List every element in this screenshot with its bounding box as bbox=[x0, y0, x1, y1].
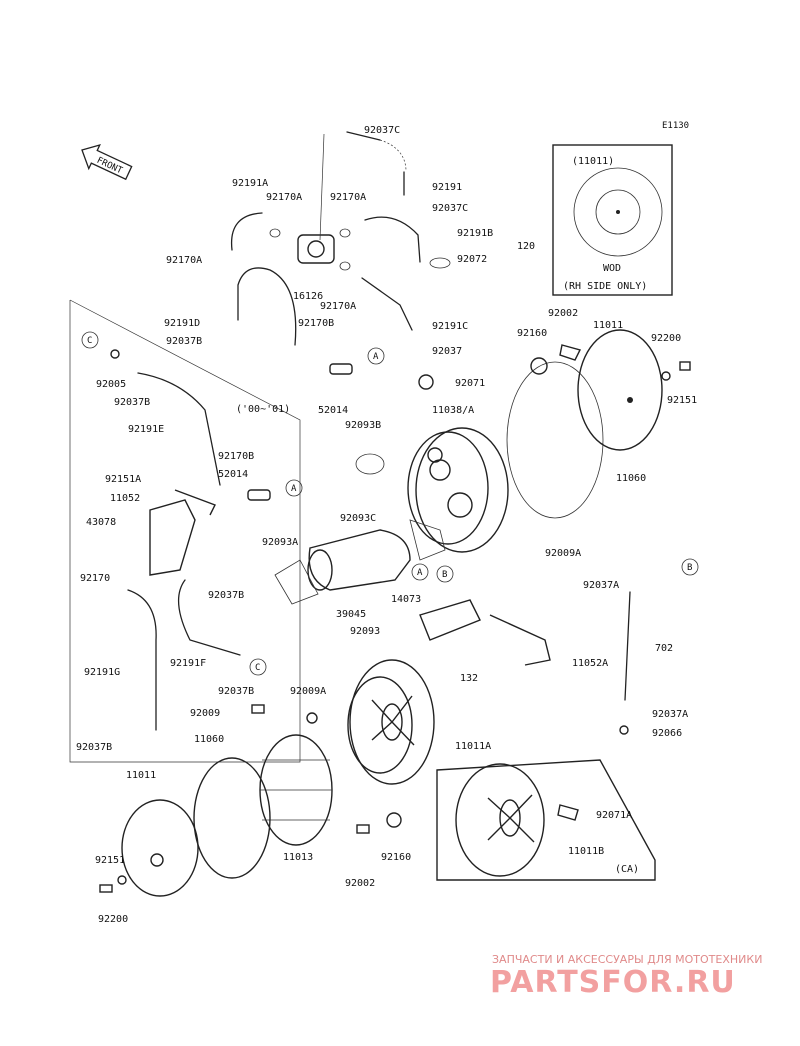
watermark: ЗАПЧАСТИ И АКСЕССУАРЫ ДЛЯ МОТОТЕХНИКИ PA… bbox=[490, 953, 762, 1000]
watermark-tagline: ЗАПЧАСТИ И АКСЕССУАРЫ ДЛЯ МОТОТЕХНИКИ bbox=[492, 953, 762, 966]
inset-mark: WOD bbox=[603, 263, 621, 274]
part-label: 92005 bbox=[96, 379, 126, 390]
part-label: 92170A bbox=[320, 301, 356, 312]
inset-part-number: (11011) bbox=[572, 156, 614, 167]
part-label: 92037B bbox=[114, 397, 150, 408]
part-label: 92170B bbox=[298, 318, 334, 329]
part-label: 92037B bbox=[166, 336, 202, 347]
inset-note: (RH SIDE ONLY) bbox=[563, 281, 647, 292]
part-label: 92037B bbox=[218, 686, 254, 697]
part-label: 11060 bbox=[194, 734, 224, 745]
watermark-logo: PARTSFOR.RU bbox=[490, 965, 736, 1000]
part-label: 11013 bbox=[283, 852, 313, 863]
air-cleaner-assembly bbox=[355, 329, 691, 561]
part-label: 92191C bbox=[432, 321, 468, 332]
front-arrow: FRONT bbox=[81, 144, 133, 181]
part-label: 43078 bbox=[86, 517, 116, 528]
part-label: 92093 bbox=[350, 626, 380, 637]
part-label: 120 bbox=[517, 241, 535, 252]
part-label: 92037B bbox=[208, 590, 244, 601]
part-label: 11011A bbox=[455, 741, 491, 752]
callout-c2: C bbox=[255, 663, 260, 673]
part-label: 702 bbox=[655, 643, 673, 654]
part-label: 92072 bbox=[457, 254, 487, 265]
part-label: 39045 bbox=[336, 609, 366, 620]
part-label: 92191B bbox=[457, 228, 493, 239]
part-label: 11052 bbox=[110, 493, 140, 504]
intake-duct bbox=[274, 529, 551, 666]
part-label: 92191E bbox=[128, 424, 164, 435]
part-label: 92170A bbox=[330, 192, 366, 203]
part-label: 92071A bbox=[596, 810, 632, 821]
part-label: 11038/A bbox=[432, 405, 474, 416]
callout-b2: B bbox=[687, 563, 692, 573]
part-label: 92093C bbox=[340, 513, 376, 524]
part-label: 14073 bbox=[391, 594, 421, 605]
callout-c1: C bbox=[87, 336, 92, 346]
part-label: 92191 bbox=[432, 182, 462, 193]
part-label: 52014 bbox=[218, 469, 248, 480]
part-label: 16126 bbox=[293, 291, 323, 302]
callout-a3: A bbox=[417, 568, 423, 578]
part-label: 132 bbox=[460, 673, 478, 684]
part-label: 92160 bbox=[381, 852, 411, 863]
lower-filter-assembly bbox=[99, 591, 631, 897]
part-label: 92170 bbox=[80, 573, 110, 584]
callout-a2: A bbox=[291, 484, 297, 494]
part-label: 92191A bbox=[232, 178, 268, 189]
part-label: 92037B bbox=[76, 742, 112, 753]
part-label: 92093B bbox=[345, 420, 381, 431]
part-label: 92170B bbox=[218, 451, 254, 462]
part-label: 92200 bbox=[651, 333, 681, 344]
part-labels: 92037C 92191 92037C 92191A 92170A 92170A… bbox=[76, 125, 697, 925]
leader-lines bbox=[93, 130, 690, 912]
callouts: A A A B B C C bbox=[81, 331, 699, 676]
part-label: 52014 bbox=[318, 405, 348, 416]
hoses-upper bbox=[230, 131, 451, 375]
inset-ca-note: (CA) bbox=[615, 864, 639, 875]
part-label: 92200 bbox=[98, 914, 128, 925]
part-label: 92066 bbox=[652, 728, 682, 739]
callout-a1: A bbox=[373, 352, 379, 362]
part-label: 92151 bbox=[95, 855, 125, 866]
diagram-code: E1130 bbox=[662, 121, 689, 131]
part-label: 92191D bbox=[164, 318, 200, 329]
part-label: 92160 bbox=[517, 328, 547, 339]
part-label: 11011 bbox=[593, 320, 623, 331]
year-note: ('00~'01) bbox=[236, 404, 290, 415]
part-label: 92191G bbox=[84, 667, 120, 678]
part-label: 92037A bbox=[652, 709, 688, 720]
part-label: 92009A bbox=[290, 686, 326, 697]
part-label: 92037A bbox=[583, 580, 619, 591]
inset-ca: 11011B (CA) bbox=[436, 759, 656, 881]
part-label: 11052A bbox=[572, 658, 608, 669]
part-label: 92002 bbox=[548, 308, 578, 319]
left-frame-parts bbox=[110, 349, 271, 731]
part-label: 92071 bbox=[455, 378, 485, 389]
part-label: 92037C bbox=[432, 203, 468, 214]
part-label: 92170A bbox=[266, 192, 302, 203]
part-label: 92191F bbox=[170, 658, 206, 669]
callout-b1: B bbox=[442, 570, 447, 580]
inset-rh-side: (11011) WOD (RH SIDE ONLY) bbox=[552, 144, 673, 296]
inset-ca-part: 11011B bbox=[568, 846, 604, 857]
part-label: 11011 bbox=[126, 770, 156, 781]
part-label: 92170A bbox=[166, 255, 202, 266]
part-label: 92037 bbox=[432, 346, 462, 357]
part-label: 92037C bbox=[364, 125, 400, 136]
part-label: 92093A bbox=[262, 537, 298, 548]
part-label: 92009A bbox=[545, 548, 581, 559]
part-label: 92009 bbox=[190, 708, 220, 719]
part-label: 92151A bbox=[105, 474, 141, 485]
part-label: 92151 bbox=[667, 395, 697, 406]
part-label: 92002 bbox=[345, 878, 375, 889]
part-label: 11060 bbox=[616, 473, 646, 484]
frame-00-01: ('00~'01) bbox=[69, 299, 301, 763]
